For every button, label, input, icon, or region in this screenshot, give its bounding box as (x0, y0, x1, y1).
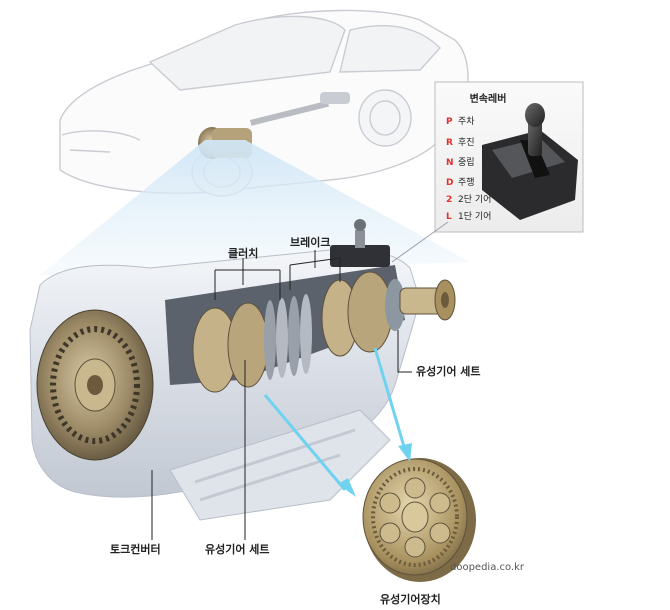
lever-pointer-line (391, 221, 449, 263)
shift-lever-title: 변속레버 (470, 92, 507, 105)
position-key: L (446, 212, 452, 222)
shift-position-list: P 주차 R 후진 N 중립 D 주행 2 2단 기어 L 1단 기어 (446, 115, 491, 222)
position-key: P (446, 117, 453, 127)
watermark-text: doopedia.co.kr (450, 562, 525, 573)
blue-arrowhead-right (398, 443, 412, 462)
position-label: 주차 (458, 115, 475, 127)
position-key: N (446, 158, 454, 168)
output-shaft (399, 279, 456, 321)
label-clutch: 클러치 (228, 246, 258, 260)
label-planetary-set-right: 유성기어 세트 (416, 364, 481, 378)
position-key: 2 (446, 195, 452, 205)
label-planetary-device: 유성기어장치 (380, 592, 441, 606)
leader-lines (151, 250, 412, 540)
position-label: 후진 (458, 137, 475, 148)
label-planetary-set-bottom: 유성기어 세트 (205, 542, 270, 556)
shift-lever-box (434, 81, 584, 233)
torque-converter (36, 309, 154, 461)
blue-arrows (263, 347, 407, 491)
position-label: 주행 (458, 176, 475, 188)
position-label: 1단 기어 (458, 211, 491, 222)
position-label: 2단 기어 (458, 194, 491, 205)
valve-body-top (330, 219, 390, 267)
blue-arrowhead-left (338, 478, 356, 497)
position-label: 중립 (458, 157, 475, 168)
position-key: D (446, 178, 453, 188)
label-brake: 브레이크 (290, 235, 330, 249)
clutch-packs (192, 294, 312, 393)
planetary-gear-device (362, 458, 476, 582)
position-key: R (446, 138, 453, 148)
label-torque-converter: 토크컨버터 (110, 542, 161, 556)
